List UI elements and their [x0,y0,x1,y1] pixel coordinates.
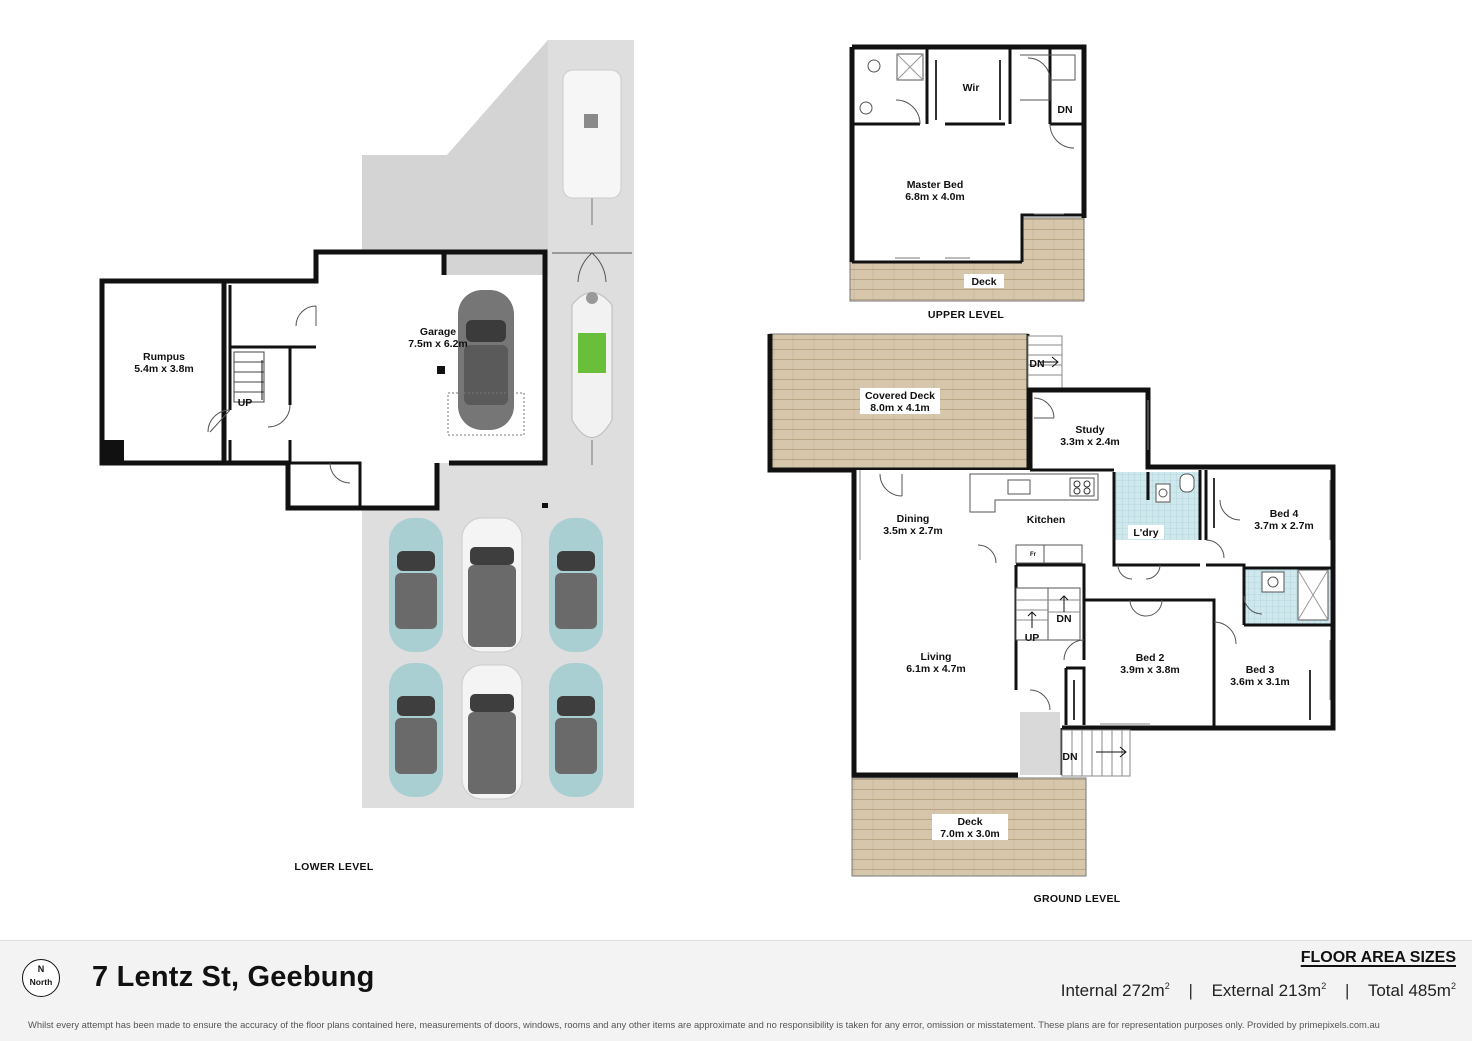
external-area: External 213m2 [1211,981,1327,1000]
north-compass-icon: N North [22,959,60,997]
front-deck-dn-label: DN [1062,751,1077,763]
lower-level: UP Rumpus 5.4m x 3.8m Garage 7.5m x 6.2m… [99,40,634,873]
driveway-upper [362,40,548,275]
upper-dn-label: DN [1057,104,1072,116]
upper-stairs [1020,54,1076,101]
lower-up-label: UP [238,397,253,409]
covered-deck-label: Covered Deck [865,390,935,402]
internal-up-label: UP [1025,632,1040,644]
separator: | [1344,981,1350,1000]
garage-dims: 7.5m x 6.2m [408,338,468,350]
rumpus-room [102,281,224,463]
floor-plan-diagram: UP Rumpus 5.4m x 3.8m Garage 7.5m x 6.2m… [99,40,1336,905]
floor-area-heading: FLOOR AREA SIZES [1300,949,1456,966]
internal-area: Internal 272m2 [1060,981,1170,1000]
covered-deck-dims: 8.0m x 4.1m [870,402,930,414]
rumpus-dims: 5.4m x 3.8m [134,363,194,375]
upper-deck-label: Deck [971,276,996,288]
lower-stairs [233,351,265,403]
compass-word: North [29,977,53,987]
disclaimer-text: Whilst every attempt has been made to en… [28,1019,1380,1030]
caravan-icon [562,69,622,225]
internal-dn-label: DN [1056,613,1071,625]
front-deck-label: Deck [957,816,982,828]
front-deck-stairs [1061,729,1131,777]
kitchen-benches [969,473,1099,564]
study-label: Study [1075,424,1104,436]
dining-label: Dining [897,513,930,525]
rear-landing [1020,712,1060,775]
laundry-label: L'dry [1133,527,1158,539]
garage-label: Garage [420,326,456,338]
ground-level: DN Fr [767,333,1336,905]
lower-level-title: LOWER LEVEL [294,861,373,873]
bed2-dims: 3.9m x 3.8m [1120,664,1180,676]
covered-deck-dn-label: DN [1029,358,1044,370]
front-deck-dims: 7.0m x 3.0m [940,828,1000,840]
living-label: Living [921,651,952,663]
floor-area-values: Internal 272m2 | External 213m2 | Total … [1061,981,1456,1001]
property-address: 7 Lentz St, Geebung [92,961,375,993]
living-dims: 6.1m x 4.7m [906,663,966,675]
total-area: Total 485m2 [1367,981,1456,1000]
rumpus-label: Rumpus [143,351,185,363]
garage-car-icon [447,290,525,436]
bed3-dims: 3.6m x 3.1m [1230,676,1290,688]
master-bed-dims: 6.8m x 4.0m [905,191,965,203]
upper-level-title: UPPER LEVEL [928,309,1005,321]
bathroom-fixtures [1155,473,1329,621]
parked-cars [389,517,603,800]
bed4-label: Bed 4 [1270,508,1299,520]
separator: | [1188,981,1193,1000]
footer-bar: N North 7 Lentz St, Geebung FLOOR AREA S… [0,940,1472,1041]
bed2-label: Bed 2 [1136,652,1165,664]
master-bed-label: Master Bed [907,179,964,191]
internal-stairs [1015,587,1081,641]
fridge-label: Fr [1030,552,1037,558]
upper-level: DN Wir Master Bed 6.8m x 4.0m Deck UPPER… [849,44,1087,321]
boat-icon [571,292,613,465]
driveway-gate [552,252,632,283]
ground-level-title: GROUND LEVEL [1033,893,1120,905]
dining-dims: 3.5m x 2.7m [883,525,943,537]
covered-deck-stairs [1027,335,1063,389]
kitchen-label: Kitchen [1027,514,1066,526]
study-dims: 3.3m x 2.4m [1060,436,1120,448]
compass-n: N [37,964,45,974]
bed3-label: Bed 3 [1246,664,1275,676]
bed4-dims: 3.7m x 2.7m [1254,520,1314,532]
wir-label: Wir [963,82,980,94]
